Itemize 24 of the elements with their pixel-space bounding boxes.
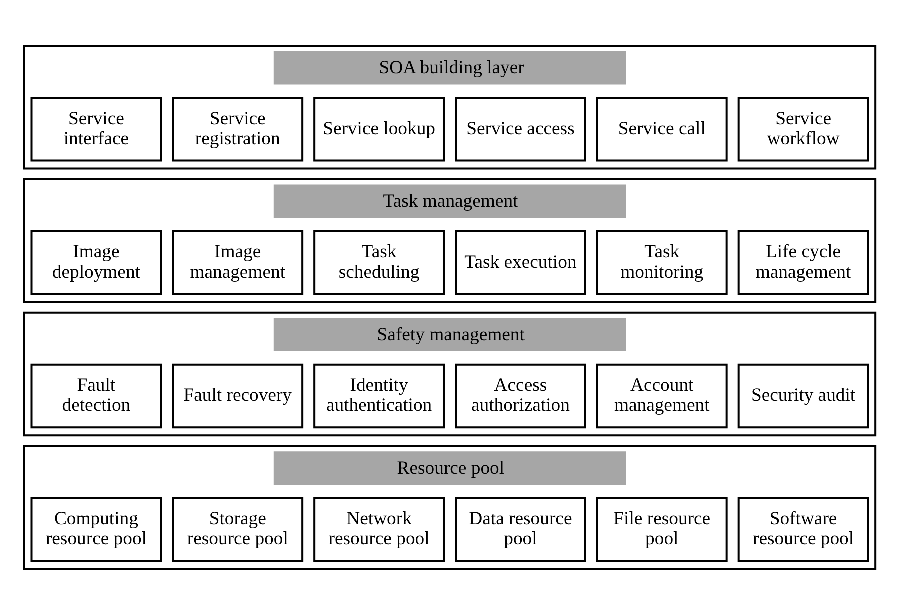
- node-box: Account management: [596, 364, 728, 429]
- node-box: Access authorization: [455, 364, 586, 429]
- node-box: File resource pool: [596, 497, 728, 562]
- node-box: Fault detection: [30, 364, 162, 429]
- node-box: Identity authentication: [314, 364, 445, 429]
- node-box: Service interface: [30, 97, 162, 162]
- node-box: Image management: [172, 230, 304, 296]
- node-box: Service call: [596, 97, 728, 162]
- node-box: Service workflow: [738, 97, 870, 162]
- node-box: Task monitoring: [596, 230, 728, 296]
- node-box: Computing resource pool: [30, 497, 162, 562]
- node-box: Life cycle management: [738, 230, 870, 296]
- node-box: Software resource pool: [738, 497, 870, 562]
- node-box: Service access: [455, 97, 586, 162]
- node-box: Task scheduling: [314, 230, 445, 296]
- node-box: Security audit: [738, 364, 870, 429]
- node-box: Network resource pool: [314, 497, 445, 562]
- node-box: Service lookup: [314, 97, 445, 162]
- node-box: Storage resource pool: [172, 497, 304, 562]
- node-box: Fault recovery: [172, 364, 304, 429]
- node-box: Service registration: [172, 97, 304, 162]
- node-box: Data resource pool: [455, 497, 586, 562]
- node-box: Task execution: [455, 230, 586, 296]
- node-box: Image deployment: [30, 230, 162, 296]
